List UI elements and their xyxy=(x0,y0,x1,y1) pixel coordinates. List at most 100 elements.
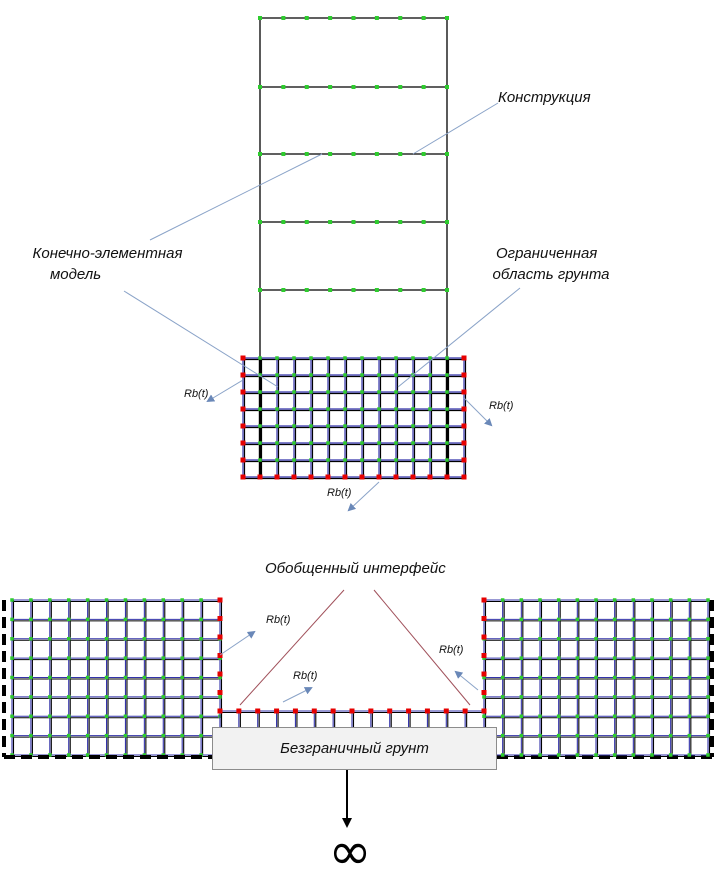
mesh-node xyxy=(85,617,90,622)
mesh-node xyxy=(360,356,364,360)
boundary-node xyxy=(461,355,467,361)
rb-arrow-base xyxy=(282,687,313,703)
unbounded-soil-label: Безграничный грунт xyxy=(280,740,429,757)
frame-node xyxy=(281,288,286,292)
frame-node xyxy=(328,220,333,224)
boundary-node xyxy=(461,389,467,395)
interface-node xyxy=(236,708,242,714)
mesh-node xyxy=(612,695,617,699)
mesh-node xyxy=(161,695,166,699)
mesh-node xyxy=(142,656,147,660)
boundary-node xyxy=(342,474,348,480)
frame-node xyxy=(281,152,286,156)
mesh-node xyxy=(326,441,330,445)
mesh-node xyxy=(706,617,710,622)
rb-label-top-left: Rb(t) xyxy=(184,388,209,400)
mesh-node xyxy=(292,373,296,377)
mesh-node xyxy=(377,458,381,462)
mesh-node xyxy=(687,598,692,602)
mesh-node xyxy=(85,675,90,680)
mesh-node xyxy=(556,637,561,641)
interface-node xyxy=(481,671,487,677)
structure-label: Конструкция xyxy=(498,89,591,106)
mesh-node xyxy=(650,637,654,641)
boundary-node xyxy=(427,474,433,480)
mesh-node xyxy=(519,753,524,757)
mesh-node xyxy=(500,637,505,641)
mesh-node xyxy=(343,373,347,377)
mesh-node xyxy=(411,424,415,428)
mesh-node xyxy=(29,598,33,602)
mesh-node xyxy=(612,753,617,757)
mesh-node xyxy=(142,733,147,738)
frame-node xyxy=(421,85,426,89)
mesh-node xyxy=(161,714,166,718)
boundary-node xyxy=(325,474,331,480)
mesh-node xyxy=(48,695,52,699)
generalized-interface-label: Обобщенный интерфейс xyxy=(265,560,446,577)
leader-structure-to-model xyxy=(149,153,323,241)
frame-node xyxy=(445,16,449,20)
boundary-node xyxy=(240,372,246,378)
mesh-node xyxy=(687,695,692,699)
mesh-node xyxy=(199,656,203,660)
mesh-node xyxy=(142,617,147,622)
leader-interface-left xyxy=(239,589,345,706)
rb-arrow-left-wall xyxy=(219,630,256,656)
bounded-soil-label: Ограниченная область грунта xyxy=(486,243,616,285)
mesh-node xyxy=(445,373,449,377)
mesh-node xyxy=(650,695,654,699)
mesh-node xyxy=(10,714,14,718)
mesh-node xyxy=(631,637,636,641)
mesh-node xyxy=(411,390,415,394)
mesh-node xyxy=(394,356,398,360)
leader-structure xyxy=(412,102,499,155)
mesh-node xyxy=(180,598,184,602)
frame-node xyxy=(374,220,379,224)
mesh-node xyxy=(519,714,524,718)
boundary-node xyxy=(308,474,314,480)
mesh-node xyxy=(48,617,52,622)
boundary-node xyxy=(461,372,467,378)
frame-node xyxy=(445,288,449,292)
mesh-node xyxy=(594,617,598,622)
rb-label-top-bottom: Rb(t) xyxy=(327,487,352,499)
leader-bounded-soil xyxy=(397,287,521,388)
mesh-node xyxy=(556,656,561,660)
mesh-node xyxy=(482,675,486,680)
frame-node xyxy=(304,288,309,292)
mesh-node xyxy=(180,675,184,680)
mesh-node xyxy=(218,656,222,660)
interface-node xyxy=(349,708,355,714)
mesh-node xyxy=(706,714,710,718)
mesh-node xyxy=(199,637,203,641)
mesh-node xyxy=(631,617,636,622)
mesh-node xyxy=(650,733,654,738)
interface-node xyxy=(217,690,223,695)
interface-node xyxy=(255,708,261,714)
mesh-node xyxy=(123,675,128,680)
mesh-node xyxy=(631,695,636,699)
mesh-node xyxy=(445,356,449,360)
mesh-node xyxy=(519,598,524,602)
mesh-node xyxy=(538,695,542,699)
interface-node xyxy=(481,690,487,695)
mesh-node xyxy=(10,656,14,660)
mesh-node xyxy=(29,695,33,699)
mesh-node xyxy=(218,695,222,699)
frame-node xyxy=(374,16,379,20)
mesh-node xyxy=(360,390,364,394)
mesh-node xyxy=(612,637,617,641)
mesh-node xyxy=(594,656,598,660)
interface-node xyxy=(462,708,468,714)
mesh-node xyxy=(668,637,673,641)
mesh-node xyxy=(538,656,542,660)
mesh-node xyxy=(650,675,654,680)
mesh-node xyxy=(631,714,636,718)
mesh-node xyxy=(10,695,14,699)
mesh-node xyxy=(343,458,347,462)
mesh-node xyxy=(10,637,14,641)
boundary-node xyxy=(240,440,246,446)
interface-node xyxy=(330,708,336,714)
mesh-node xyxy=(161,637,166,641)
